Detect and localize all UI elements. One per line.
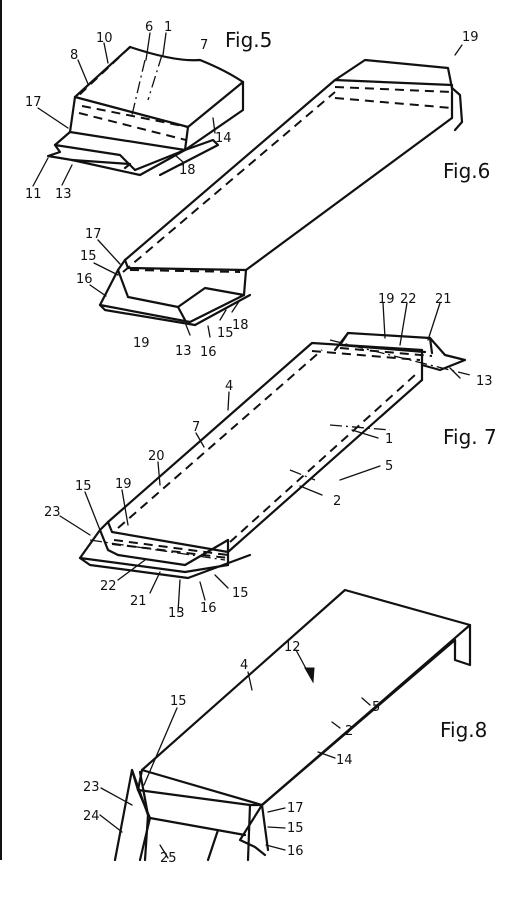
fig5-ref-label: 14 bbox=[215, 131, 232, 146]
figure-7-labels: Fig. 7 19 22 21 13 4 7 1 20 5 2 19 15 23… bbox=[44, 292, 497, 621]
fig7-ref-label: 20 bbox=[148, 449, 165, 464]
fig6-ref-label: 19 bbox=[133, 336, 150, 351]
fig6-ref-label: 18 bbox=[232, 318, 249, 333]
fig8-ref-label: 23 bbox=[83, 780, 100, 795]
fig5-ref-label: 18 bbox=[179, 163, 196, 178]
fig5-ref-label: 7 bbox=[200, 38, 208, 53]
fig7-ref-label: 22 bbox=[100, 579, 117, 594]
fig5-ref-label: 11 bbox=[25, 187, 42, 202]
fig5-ref-label: 6 bbox=[145, 20, 153, 35]
fig8-ref-label: 2 bbox=[345, 724, 353, 739]
fig7-ref-label: 19 bbox=[115, 477, 132, 492]
figure-8-labels: Fig.8 12 4 5 2 15 14 23 17 24 15 16 25 bbox=[83, 640, 487, 866]
fig7-ref-label: 15 bbox=[232, 586, 249, 601]
figure-6-leader-lines bbox=[89, 44, 463, 338]
figure-6-labels: Fig.6 19 17 15 16 19 18 13 16 15 bbox=[76, 30, 490, 360]
figure-5-labels: Fig.5 6 1 10 8 7 17 14 18 11 13 bbox=[25, 20, 272, 202]
fig7-ref-label: 23 bbox=[44, 505, 61, 520]
figure-8-leader-lines bbox=[99, 649, 371, 859]
fig5-ref-label: 1 bbox=[164, 20, 172, 35]
fig7-ref-label: 16 bbox=[200, 601, 217, 616]
fig6-ref-label: 19 bbox=[462, 30, 479, 45]
figure-7-drawing bbox=[78, 331, 471, 580]
fig7-ref-label: 2 bbox=[333, 494, 341, 509]
fig8-ref-label: 15 bbox=[170, 694, 187, 709]
fig8-ref-label: 15 bbox=[287, 821, 304, 836]
fig6-ref-label: 17 bbox=[85, 227, 102, 242]
fig6-ref-label: 15 bbox=[217, 326, 234, 341]
fig8-ref-label: 5 bbox=[372, 700, 380, 715]
fig7-ref-label: 21 bbox=[130, 594, 147, 609]
fig7-ref-label: 15 bbox=[75, 479, 92, 494]
fig5-ref-label: 17 bbox=[25, 95, 42, 110]
fig7-ref-label: 1 bbox=[385, 432, 393, 447]
fig6-ref-label: 16 bbox=[76, 272, 93, 287]
fig7-ref-label: 13 bbox=[168, 606, 185, 621]
fig7-ref-label: 5 bbox=[385, 459, 393, 474]
fig6-ref-label: 13 bbox=[175, 344, 192, 359]
fig8-ref-label: 14 bbox=[336, 753, 353, 768]
figure-7-leader-lines bbox=[59, 302, 461, 613]
fig5-ref-label: 10 bbox=[96, 31, 113, 46]
fig6-ref-label: 16 bbox=[200, 345, 217, 360]
figure-5-title: Fig.5 bbox=[225, 28, 272, 52]
fig8-ref-label: 25 bbox=[160, 851, 177, 866]
figure-7-title: Fig. 7 bbox=[443, 425, 497, 449]
figure-6-drawing bbox=[98, 58, 464, 327]
fig7-ref-label: 7 bbox=[192, 420, 200, 435]
fig8-ref-label: 4 bbox=[240, 658, 248, 673]
fig7-ref-label: 13 bbox=[476, 374, 493, 389]
fig8-ref-label: 16 bbox=[287, 844, 304, 859]
figure-5-leader-lines bbox=[32, 32, 216, 187]
figure-6-title: Fig.6 bbox=[443, 159, 490, 183]
figure-8-title: Fig.8 bbox=[440, 718, 487, 742]
fig7-ref-label: 19 bbox=[378, 292, 395, 307]
fig7-ref-label: 4 bbox=[225, 379, 233, 394]
fig7-ref-label: 21 bbox=[435, 292, 452, 307]
fig5-ref-label: 13 bbox=[55, 187, 72, 202]
fig8-ref-label: 17 bbox=[287, 801, 304, 816]
figure-5-drawing bbox=[46, 45, 245, 177]
fig8-ref-label: 24 bbox=[83, 809, 100, 824]
fig5-ref-label: 8 bbox=[70, 48, 78, 63]
fig6-ref-label: 15 bbox=[80, 249, 97, 264]
fig7-ref-label: 22 bbox=[400, 292, 417, 307]
figure-8-drawing bbox=[113, 588, 472, 862]
fig8-ref-label: 12 bbox=[284, 640, 301, 655]
